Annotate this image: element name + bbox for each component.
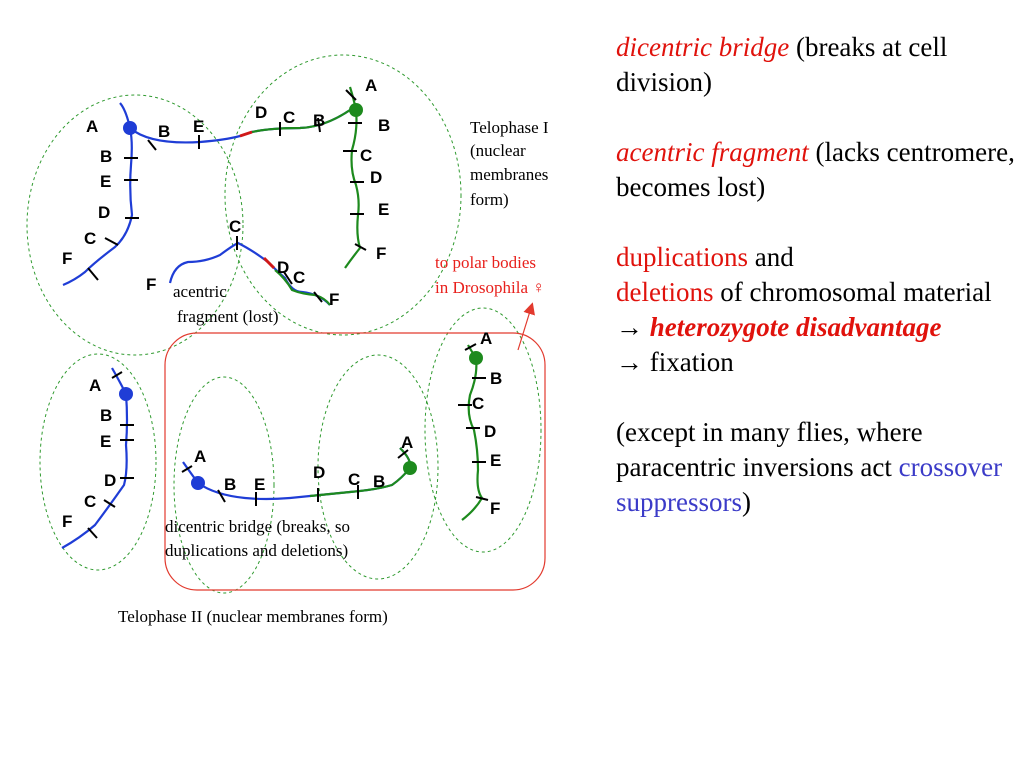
acentric-fragment-caption: acentric fragment (lost) (173, 282, 279, 326)
locus-label: B (224, 475, 236, 494)
locus-label: D (255, 103, 267, 122)
centromere-green-t2-4 (469, 351, 483, 365)
locus-label: C (472, 394, 484, 413)
deletions-term: deletions (616, 277, 714, 307)
duplications-term: duplications (616, 242, 748, 272)
polar-bodies-label: to polar bodies in Drosophila ♀ (435, 253, 545, 297)
locus-label: F (490, 499, 500, 518)
locus-label: C (293, 268, 305, 287)
cell-ellipse-t2-4 (424, 307, 542, 553)
dicentric-term: dicentric bridge (616, 32, 790, 62)
cell-ellipse-left (26, 94, 244, 356)
telophase-1-label: Telophase I (nuclear membranes form) (470, 118, 553, 209)
locus-label: A (480, 329, 492, 348)
dup-del-note: duplications and deletions of chromosomal… (616, 240, 1016, 310)
dicentric-description: (breaks at cell division) (616, 32, 948, 97)
cell-ellipse-right (224, 54, 462, 336)
locus-label: F (329, 290, 339, 309)
locus-label: A (401, 433, 413, 452)
fixation-text: fixation (649, 347, 734, 377)
telophase-2-label: Telophase II (nuclear membranes form) (118, 607, 388, 626)
locus-label: E (193, 117, 204, 136)
explanation-panel: dicentric bridge (breaks at cell divisio… (616, 30, 1016, 520)
centromere-green-t2-bridge (403, 461, 417, 475)
locus-label: C (348, 470, 360, 489)
acentric-term: acentric fragment (616, 137, 809, 167)
locus-label: E (254, 475, 265, 494)
chromosome-green-t2-4 (461, 344, 484, 521)
arrow-1: → (616, 312, 650, 342)
locus-label: F (376, 244, 386, 263)
locus-label: A (86, 117, 98, 136)
locus-label: D (313, 463, 325, 482)
locus-label: B (100, 147, 112, 166)
acentric-note: acentric fragment (lacks centromere, bec… (616, 135, 1016, 205)
locus-label: D (277, 258, 289, 277)
fragment-red-part (262, 256, 276, 270)
fixation-note: → fixation (616, 345, 1016, 380)
locus-label: C (360, 146, 372, 165)
locus-label: D (98, 203, 110, 222)
locus-label: B (313, 111, 325, 130)
locus-label: B (378, 116, 390, 135)
acentric-description: (lacks centromere, becomes lost) (616, 137, 1015, 202)
locus-label: E (378, 200, 389, 219)
locus-label: B (100, 406, 112, 425)
closing-paren: ) (742, 487, 751, 517)
dicentric-bridge-caption: dicentric bridge (breaks, so duplication… (165, 517, 354, 560)
locus-label: E (490, 451, 501, 470)
locus-label: C (84, 492, 96, 511)
locus-label: F (146, 275, 156, 294)
exception-note: (except in many flies, where paracentric… (616, 415, 1016, 520)
cell-ellipse-t2-1 (39, 353, 157, 571)
exception-text: (except in many flies, where paracentric… (616, 417, 923, 482)
centromere-blue-left (123, 121, 137, 135)
locus-label: B (373, 472, 385, 491)
chromosomal-material-text: of chromosomal material (713, 277, 992, 307)
locus-label: B (158, 122, 170, 141)
polar-bodies-arrow (517, 302, 535, 351)
locus-label: B (490, 369, 502, 388)
locus-label: C (84, 229, 96, 248)
locus-label: D (484, 422, 496, 441)
locus-label: A (194, 447, 206, 466)
polar-bodies-box (164, 332, 546, 591)
arrow-2: → (616, 347, 650, 377)
crossover-suppressors-term: crossover suppressors (616, 452, 1003, 517)
locus-label: C (229, 217, 241, 236)
locus-label: D (370, 168, 382, 187)
bridge-green-part (251, 109, 351, 134)
locus-label: F (62, 512, 72, 531)
and-text: and (747, 242, 794, 272)
locus-label: A (365, 76, 377, 95)
heterozygote-disadvantage-term: heterozygote disadvantage (649, 312, 942, 342)
locus-label: C (283, 108, 295, 127)
dicentric-note: dicentric bridge (breaks at cell divisio… (616, 30, 1016, 100)
centromere-blue-t2-bridge (191, 476, 205, 490)
cell-ellipse-t2-2 (173, 376, 275, 594)
locus-label: E (100, 172, 111, 191)
locus-label: F (62, 249, 72, 268)
centromere-blue-t2-1 (119, 387, 133, 401)
locus-label: A (89, 376, 101, 395)
heterozygote-note: → heterozygote disadvantage (616, 310, 1016, 345)
centromere-green-right (349, 103, 363, 117)
locus-label: E (100, 432, 111, 451)
cell-ellipse-t2-3 (317, 354, 439, 580)
locus-label: D (104, 471, 116, 490)
fragment-green-part (274, 269, 331, 306)
inversion-meiosis-diagram: A B E D C F B E D C B A B C D E F C F D … (26, 54, 553, 626)
bridge-break-point (239, 130, 253, 138)
